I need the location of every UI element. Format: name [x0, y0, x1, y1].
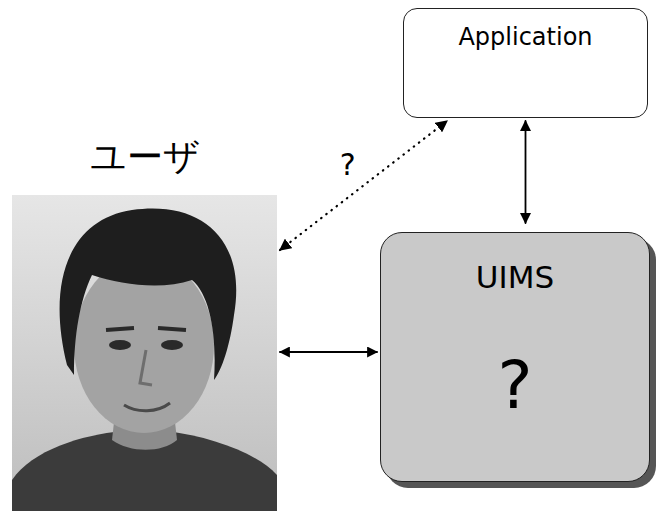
- user-photo: [12, 195, 277, 511]
- eye: [109, 340, 131, 350]
- node-title: UIMS: [476, 259, 554, 295]
- node-title: Application: [458, 23, 592, 51]
- eye: [161, 340, 183, 350]
- photo-background: [12, 195, 277, 511]
- node-body: ?: [497, 347, 532, 424]
- uims-box: UIMS?: [380, 232, 650, 482]
- dotted-arrow: [280, 121, 447, 250]
- double-arrow: [280, 351, 377, 353]
- mouth: [124, 403, 170, 411]
- nose: [140, 350, 152, 385]
- user-photo-node: ユーザ: [12, 195, 277, 511]
- edge-label: ?: [337, 148, 359, 181]
- hair: [60, 208, 237, 380]
- node-title: ユーザ: [12, 133, 277, 182]
- eyebrows: [106, 328, 186, 330]
- application-box: Application: [403, 8, 648, 118]
- double-arrow: [525, 121, 527, 223]
